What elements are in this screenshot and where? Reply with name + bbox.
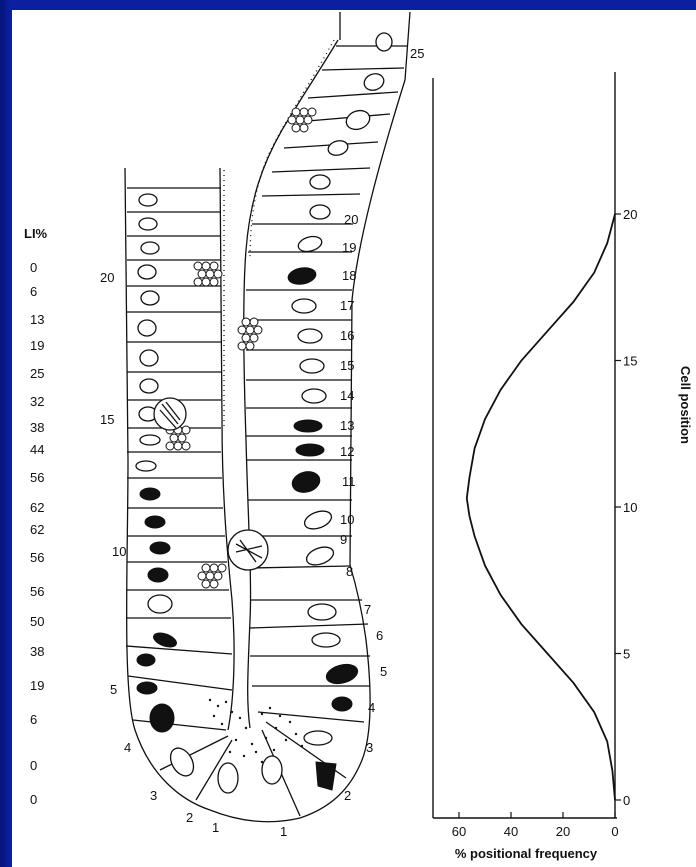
mitotic-figures [154,398,268,570]
paneth-granules [209,699,303,763]
li-value: 56 [30,550,44,565]
x-tick-label: 60 [452,824,466,839]
li-value: 0 [30,758,37,773]
li-header: LI% [24,226,48,241]
li-value: 56 [30,584,44,599]
right-cell-dividers [246,46,408,816]
li-value: 25 [30,366,44,381]
crypt-lumen-right [244,40,338,728]
x-tick-label: 40 [504,824,518,839]
goblet-cells [166,108,316,588]
right-nuclei [262,33,392,790]
cell-position-label: 19 [342,240,356,255]
cell-position-label: 6 [376,628,383,643]
cell-position-label: 11 [342,474,356,489]
li-value: 38 [30,420,44,435]
x-tick-label: 20 [556,824,570,839]
li-value: 32 [30,394,44,409]
cell-position-label: 5 [110,682,117,697]
positional-frequency-chart: 6040200 05101520 % positional frequency … [433,72,693,861]
cell-position-label: 1 [280,824,287,839]
li-value: 0 [30,792,37,807]
y-tick-label: 10 [623,500,637,515]
y-tick-label: 15 [623,354,637,369]
li-value: 50 [30,614,44,629]
cell-position-label: 18 [342,268,356,283]
li-value: 19 [30,338,44,353]
y-ticks: 0 5 10 15 20 [615,207,637,808]
cell-position-label: 2 [186,810,193,825]
cell-position-label: 7 [364,602,371,617]
cell-position-label: 20 [100,270,114,285]
cell-position-label: 20 [344,212,358,227]
right-position-labels: 25 20 19 18 17 16 15 14 13 12 11 10 9 8 76 5 4 3 2 1 [280,46,424,839]
y-tick-label: 5 [623,647,630,662]
li-value: 44 [30,442,44,457]
li-value: 62 [30,500,44,515]
cell-position-label: 10 [112,544,126,559]
li-value: 6 [30,712,37,727]
cell-position-label: 4 [368,700,375,715]
y-tick-label: 20 [623,207,637,222]
li-value: 0 [30,260,37,275]
y-axis-label: Cell position [678,366,693,444]
li-value: 38 [30,644,44,659]
x-tick-label: 0 [611,824,618,839]
cell-position-label: 14 [340,388,354,403]
li-value: 62 [30,522,44,537]
li-value: 56 [30,470,44,485]
cell-position-label: 1 [212,820,219,835]
series-line [467,214,615,800]
cell-position-label: 9 [340,532,347,547]
cell-position-label: 13 [340,418,354,433]
cell-position-label: 15 [340,358,354,373]
cell-position-label: 4 [124,740,131,755]
cell-position-label: 8 [346,564,353,579]
x-axis-label: % positional frequency [455,846,598,861]
y-tick-label: 0 [623,793,630,808]
x-ticks: 60 40 20 0 [452,812,619,839]
cell-position-label: 10 [340,512,354,527]
cell-position-label: 3 [150,788,157,803]
cell-position-label: 5 [380,664,387,679]
li-value: 19 [30,678,44,693]
li-value: 6 [30,284,37,299]
li-value: 13 [30,312,44,327]
cell-position-label: 15 [100,412,114,427]
cell-position-label: 3 [366,740,373,755]
left-nuclei [136,194,238,793]
crypt-lumen-left [220,168,234,730]
cell-position-label: 17 [340,298,354,313]
cell-position-label: 2 [344,788,351,803]
brush-border-right [250,40,334,260]
cell-position-label: 16 [340,328,354,343]
li-values: 0 6 13 19 25 32 38 44 56 62 62 56 56 50 38 19 6 0 0 [30,260,44,807]
cell-position-label: 25 [410,46,424,61]
cell-position-label: 12 [340,444,354,459]
